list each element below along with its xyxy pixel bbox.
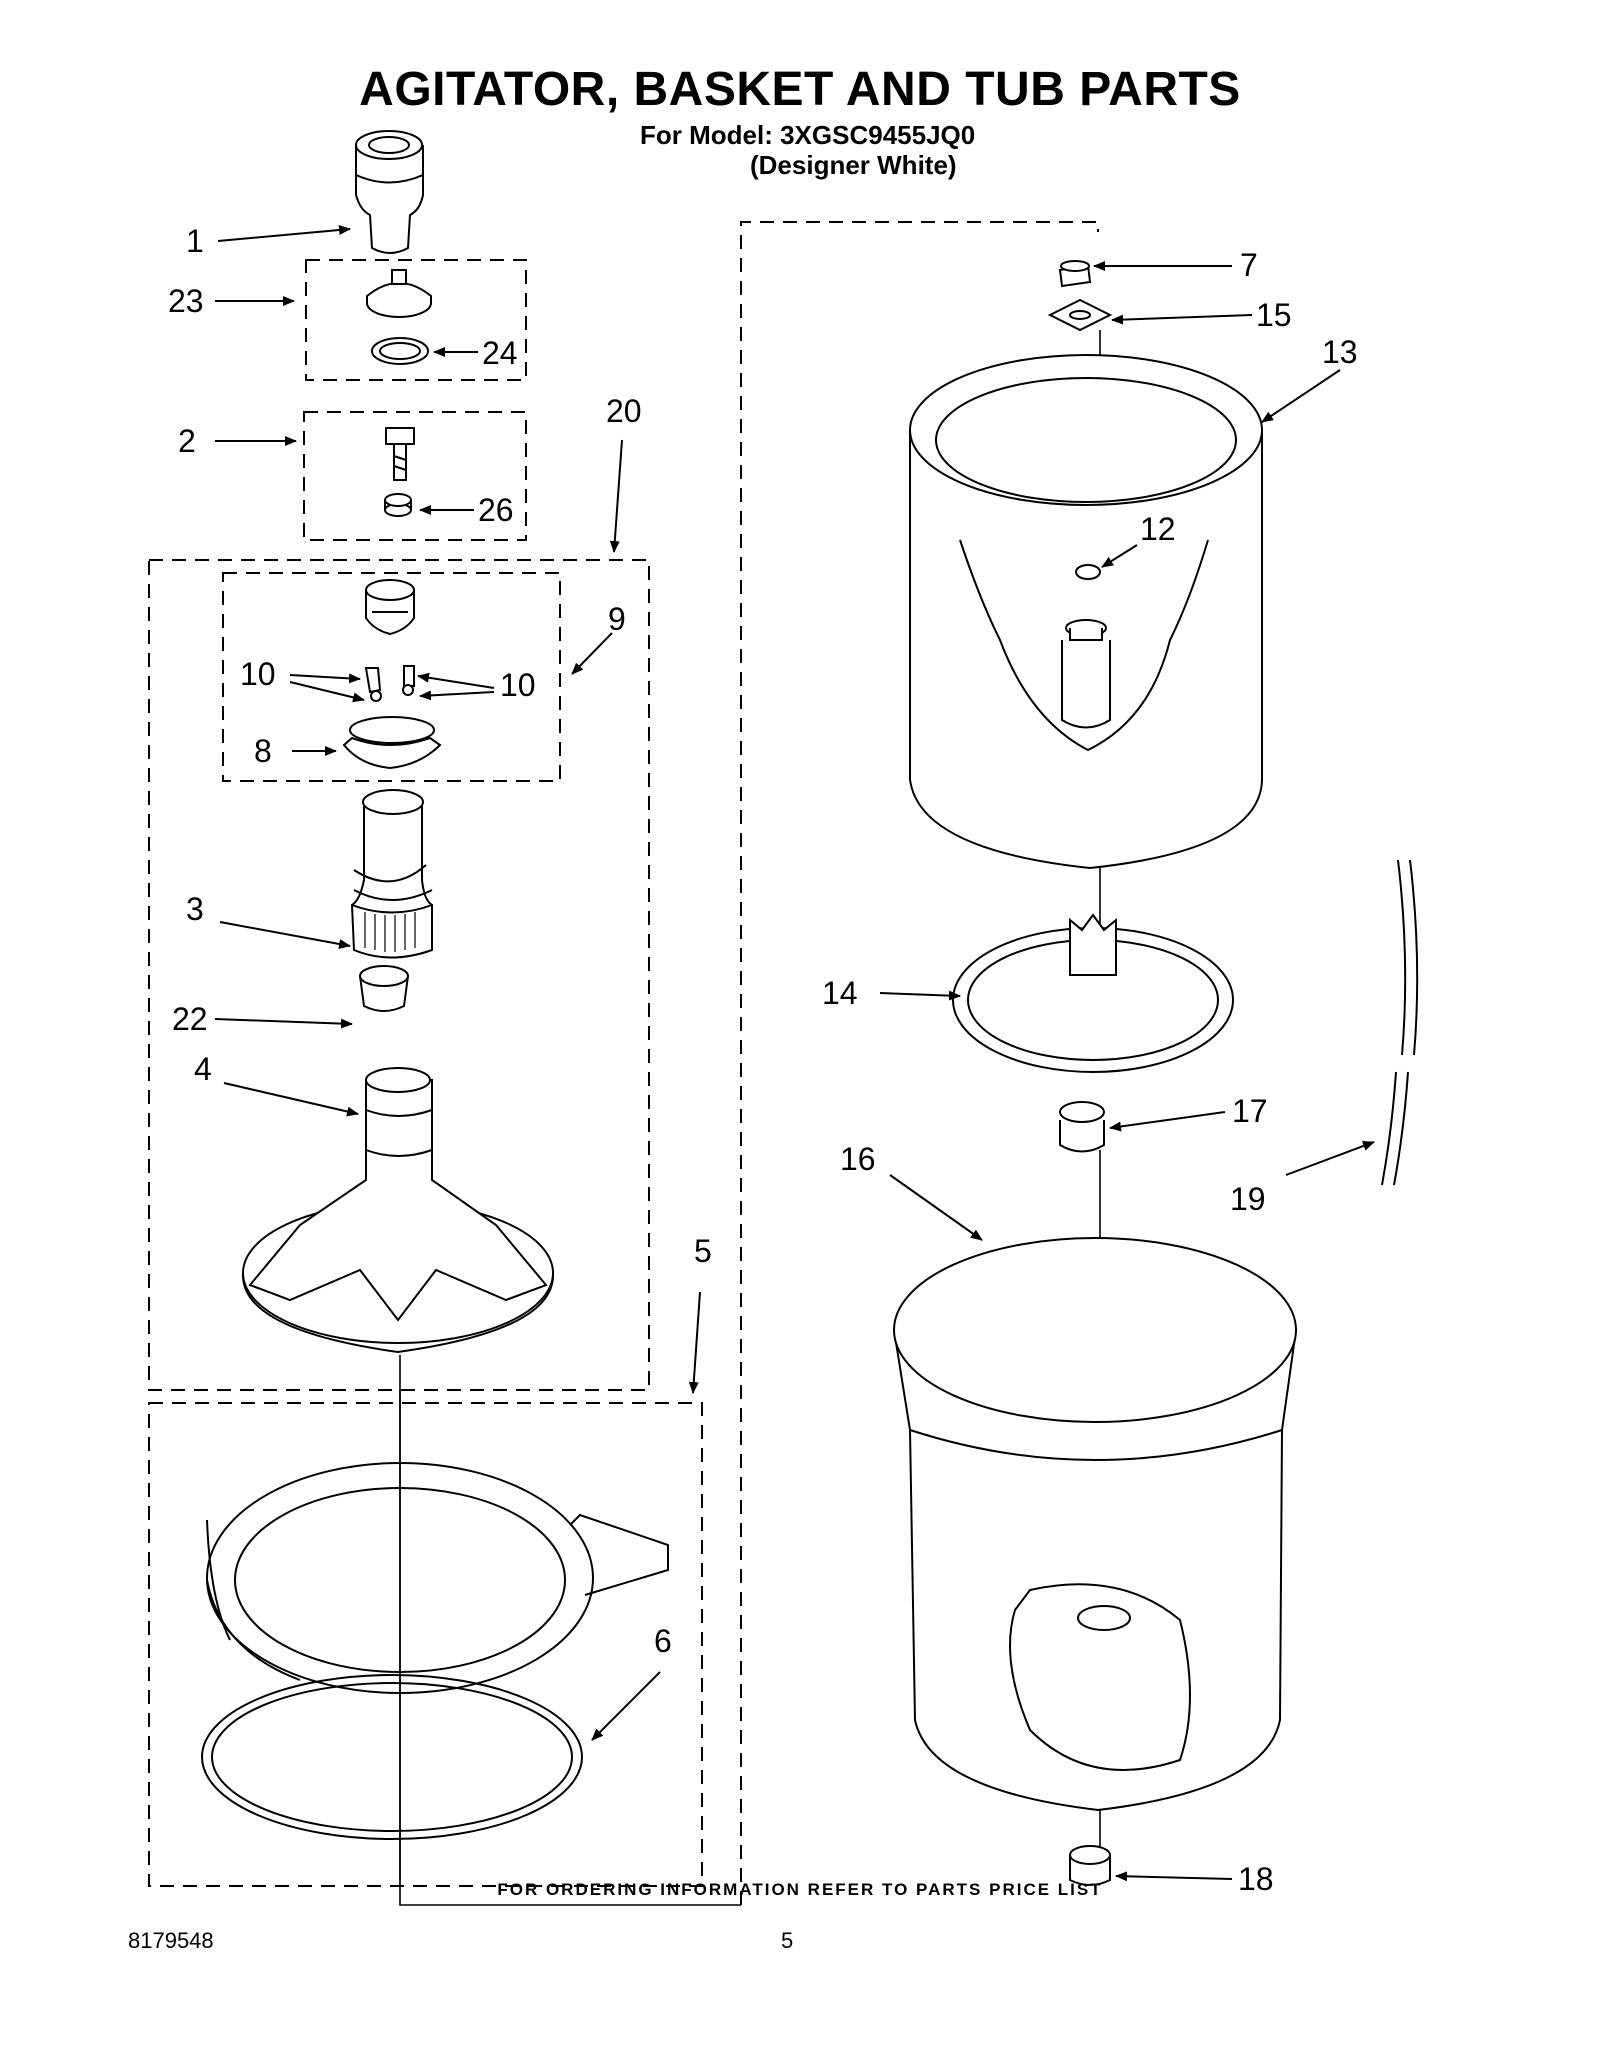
part-17-coupling — [1059, 1101, 1105, 1153]
callout-1: 1 — [186, 223, 204, 259]
callout-24: 24 — [482, 335, 518, 371]
callout-labels: 1 23 24 2 26 20 9 10 10 8 3 22 4 5 6 7 1… — [168, 223, 1358, 1897]
model-info: For Model: 3XGSC9455JQ0 (Designer White) — [640, 120, 975, 180]
callout-15: 15 — [1256, 297, 1292, 333]
callout-9: 9 — [608, 601, 626, 637]
part-12-nut — [1075, 564, 1101, 580]
callout-12: 12 — [1140, 511, 1176, 547]
part-15-plate — [1047, 298, 1113, 332]
part-13-basket — [909, 354, 1263, 870]
color-line: (Designer White) — [750, 150, 957, 180]
part-7-clip — [1058, 260, 1092, 288]
box-2 — [303, 411, 527, 541]
page-number: 5 — [781, 1928, 794, 1953]
box-5 — [148, 1402, 703, 1887]
callout-19: 19 — [1230, 1181, 1266, 1217]
part-3-auger — [350, 789, 433, 959]
part-19-hose — [1381, 859, 1419, 1186]
callout-7: 7 — [1240, 247, 1258, 283]
callout-3: 3 — [186, 891, 204, 927]
part-8-ring — [342, 716, 442, 770]
part-16-outer-tub — [893, 1237, 1297, 1812]
callout-23: 23 — [168, 283, 204, 319]
box-9 — [222, 572, 561, 782]
callout-17: 17 — [1232, 1093, 1268, 1129]
part-6-tub-ring — [201, 1462, 669, 1840]
part-4-agitator-base — [241, 1067, 555, 1354]
part-22-bearing — [359, 965, 409, 1012]
part-26-washer — [384, 493, 412, 517]
page-title: AGITATOR, BASKET AND TUB PARTS — [359, 63, 1241, 116]
callout-20: 20 — [606, 393, 642, 429]
callout-8: 8 — [254, 733, 272, 769]
part-2-bolt — [385, 427, 415, 481]
part-18-plug — [1069, 1845, 1111, 1886]
part-24-ring — [371, 337, 429, 365]
callout-22: 22 — [172, 1001, 208, 1037]
box-23 — [305, 259, 527, 381]
part-1-dispenser — [355, 130, 424, 254]
part-9-cam — [365, 579, 415, 636]
callout-4: 4 — [194, 1051, 212, 1087]
bracket-lines — [740, 221, 1099, 1905]
part-14-hub — [952, 913, 1234, 1073]
model-line: For Model: 3XGSC9455JQ0 — [640, 120, 976, 150]
callout-5: 5 — [694, 1233, 712, 1269]
callout-18: 18 — [1238, 1861, 1274, 1897]
box-20 — [148, 559, 650, 1391]
callout-2: 2 — [178, 423, 196, 459]
callout-26: 26 — [478, 492, 514, 528]
leader-arrows — [214, 225, 1375, 1882]
callout-14: 14 — [822, 975, 858, 1011]
group-boxes — [148, 259, 703, 1887]
callout-6: 6 — [654, 1623, 672, 1659]
ordering-note: FOR ORDERING INFORMATION REFER TO PARTS … — [497, 1880, 1103, 1899]
callout-10-left: 10 — [240, 656, 276, 692]
document-number: 8179548 — [128, 1928, 214, 1953]
callout-16: 16 — [840, 1141, 876, 1177]
callout-13: 13 — [1322, 334, 1358, 370]
part-23-cap — [366, 269, 432, 318]
part-10-dogs — [364, 665, 415, 702]
callout-10-right: 10 — [500, 667, 536, 703]
